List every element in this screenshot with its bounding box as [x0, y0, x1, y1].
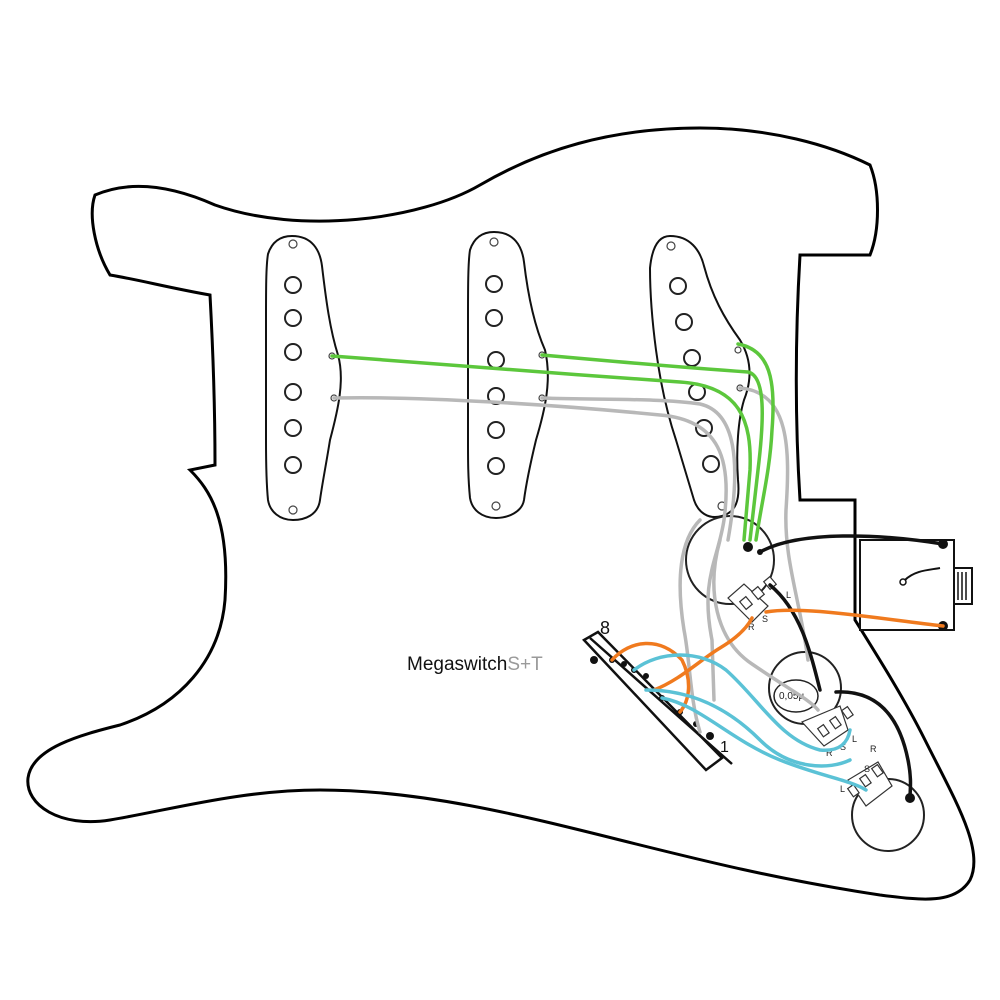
output-jack-barrel: [953, 567, 973, 605]
bridge-pole-2: [675, 313, 693, 331]
neck-mount-hole-bottom: [288, 505, 298, 515]
megaswitch-pin-label-bottom: 1: [720, 739, 729, 756]
bridge-pole-3: [683, 349, 701, 367]
middle-pickup-cover: [466, 230, 549, 520]
tone-pot-2: R S L: [840, 744, 925, 852]
middle-mount-hole-top: [489, 237, 499, 247]
capacitor-body: [773, 679, 819, 713]
wire-black-tone2: [834, 690, 913, 800]
vol-lug-label-l: L: [786, 590, 791, 600]
neck-pole-1: [284, 276, 302, 294]
vol-lug-label-r: R: [748, 622, 755, 632]
volume-lug-2: [750, 585, 766, 601]
wire-ground-bus: [678, 518, 702, 734]
tone2-lug-label-r: R: [870, 744, 877, 754]
bridge-hot-terminal: [734, 346, 742, 354]
wire-black-jack-ground: [758, 534, 945, 554]
wire-signal-jack: [764, 608, 945, 628]
vol-lug-label-s: S: [762, 614, 768, 624]
megaswitch-pin-8: [590, 656, 598, 664]
bridge-pole-1: [669, 277, 687, 295]
neck-pickup: [264, 234, 342, 522]
bridge-mount-hole-top: [666, 241, 676, 251]
middle-pole-2: [485, 309, 503, 327]
tone1-lug-label-s: S: [840, 742, 846, 752]
neck-pickup-cover: [264, 234, 342, 522]
wire-hot-bridge: [736, 342, 775, 542]
middle-pole-1: [485, 275, 503, 293]
megaswitch-label: MegaswitchS+T: [407, 654, 543, 675]
neck-mount-hole-top: [288, 239, 298, 249]
neck-pole-3: [284, 343, 302, 361]
megaswitch-pin-1: [706, 732, 714, 740]
neck-pole-4: [284, 383, 302, 401]
tone1-lug-3: [840, 705, 854, 720]
middle-pole-3: [487, 351, 505, 369]
tone2-lug-label-s: S: [864, 764, 870, 774]
volume-solder-point: [743, 542, 753, 552]
wire-ground-middle: [540, 396, 737, 542]
megaswitch-pin-d: [643, 673, 649, 679]
middle-pickup: [466, 230, 549, 520]
capacitor: 0,05µ: [773, 679, 819, 713]
volume-lug-1: [738, 595, 754, 611]
megaswitch-pin-label-top: 8: [600, 618, 610, 638]
tone1-lug-1: [816, 723, 830, 738]
tone2-lug-1: [846, 783, 860, 798]
megaswitch-body: [582, 630, 724, 772]
wires: [330, 342, 945, 800]
wire-signal-switch-vol-2: [652, 616, 754, 692]
neck-pole-6: [284, 456, 302, 474]
tone2-lug-2: [858, 773, 872, 788]
capacitor-value: 0,05µ: [779, 691, 804, 702]
wire-ground-switch: [712, 538, 820, 712]
wire-tone-3: [660, 696, 868, 792]
wire-tone-1: [632, 653, 852, 752]
megaswitch-pin-b: [621, 661, 627, 667]
tone1-lug-label-r: R: [826, 748, 833, 758]
wire-tone-2: [644, 688, 852, 768]
middle-pole-5: [487, 421, 505, 439]
tone1-lug-label-l: L: [852, 734, 857, 744]
tone2-lug-3: [870, 763, 884, 778]
wire-black-vol-tone: [768, 583, 822, 692]
neck-pole-2: [284, 309, 302, 327]
wire-signal-switch-vol: [610, 641, 691, 714]
middle-pole-4: [487, 387, 505, 405]
jack-tip-contact: [904, 567, 941, 581]
wire-hot-neck: [330, 354, 752, 542]
bridge-pole-6: [702, 455, 720, 473]
wire-hot-middle: [540, 353, 764, 542]
tone1-lug-2: [828, 715, 842, 730]
neck-pole-5: [284, 419, 302, 437]
middle-mount-hole-bottom: [491, 501, 501, 511]
middle-pole-6: [487, 457, 505, 475]
wire-ground-neck: [332, 395, 728, 702]
tone2-lug-label-l: L: [840, 784, 845, 794]
